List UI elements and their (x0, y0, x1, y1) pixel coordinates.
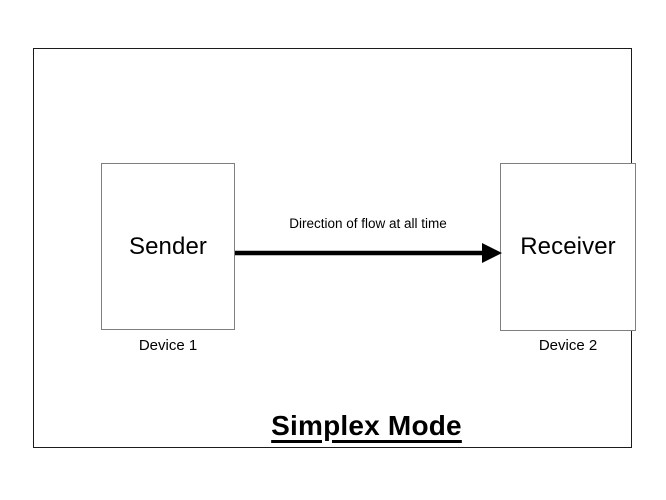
figure-title: Simplex Mode (67, 412, 666, 440)
arrow-head (482, 243, 502, 263)
receiver-node-caption: Device 2 (538, 337, 598, 354)
arrow-right-icon (235, 243, 502, 263)
sender-node-caption: Device 1 (138, 337, 198, 354)
sender-node: Sender (101, 163, 235, 330)
sender-node-label: Sender (129, 232, 207, 260)
receiver-node-label: Receiver (520, 233, 616, 260)
flow-direction-label: Direction of flow at all time (289, 216, 447, 231)
receiver-node: Receiver (500, 163, 636, 331)
figure-frame: Sender Device 1 Receiver Device 2 Direct… (33, 48, 636, 448)
figure-title-text: Simplex Mode (271, 410, 462, 441)
